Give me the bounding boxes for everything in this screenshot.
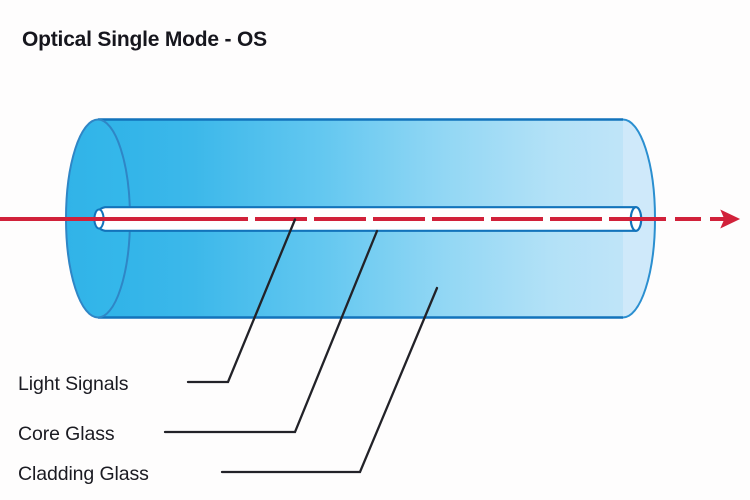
callout-label-light-signals: Light Signals <box>18 373 129 395</box>
callout-label-cladding-glass: Cladding Glass <box>18 463 149 485</box>
page-title: Optical Single Mode - OS <box>22 28 267 51</box>
leader-line-core-glass <box>163 229 379 434</box>
callout-label-core-glass: Core Glass <box>18 423 115 445</box>
leader-line-light-signals <box>186 218 297 384</box>
leader-line-cladding-glass <box>220 286 439 474</box>
callout-leader-lines <box>163 218 439 474</box>
